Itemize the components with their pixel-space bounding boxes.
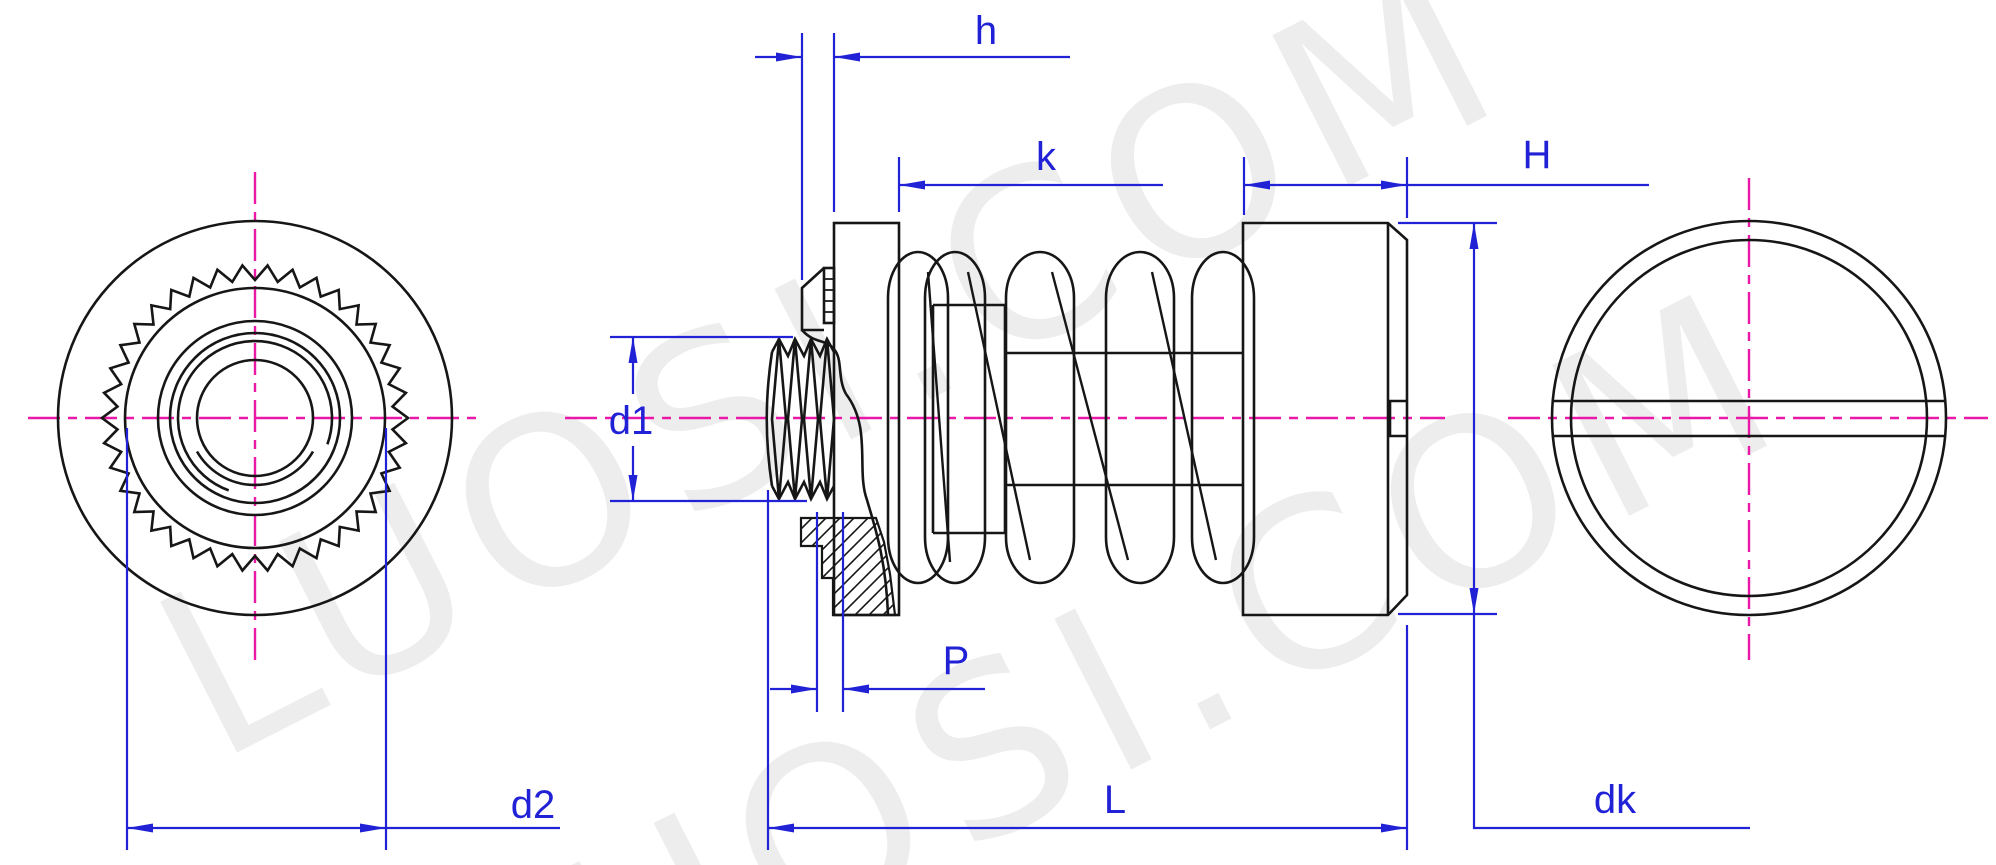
thread-tooth (786, 338, 804, 500)
thread-minor-circle (195, 358, 315, 478)
arrow-H-left (1244, 180, 1270, 190)
arrow-dk-bottom (1469, 588, 1479, 614)
clinch-collar-hatched-section (799, 516, 897, 617)
thread-tooth (818, 338, 836, 500)
dim-label-d2: d2 (511, 783, 556, 827)
front-view-screw-head (1550, 219, 1948, 617)
spring-coil (923, 250, 987, 585)
knurl-strip-grooves (824, 278, 834, 313)
arrow-h-left (776, 52, 802, 62)
dim-label-H: H (1523, 133, 1552, 177)
arrow-P-left (791, 684, 817, 694)
arrow-d2-left (127, 823, 153, 833)
spring-coil (1190, 250, 1256, 585)
arrow-h-right (834, 52, 860, 62)
dim-label-d1: d1 (609, 399, 654, 443)
spring-strand (926, 271, 952, 563)
arrow-P-right (843, 684, 869, 694)
dimensions: h k H d1 P L d2 dk (125, 9, 1750, 850)
thread-mid-circle (168, 331, 342, 505)
thread-tooth (770, 338, 788, 500)
dim-line-dk (1472, 223, 1750, 830)
arrow-d1-bottom (628, 475, 638, 501)
dimension-arrowheads (127, 52, 1479, 833)
arrow-L-left (768, 823, 794, 833)
dimension-lines (127, 55, 1750, 830)
dim-label-L: L (1104, 778, 1126, 822)
arrow-d2-right (360, 823, 386, 833)
stud-collar-wavy-edge (801, 329, 848, 395)
spring-strand (1150, 271, 1218, 561)
spring-back-strands (926, 271, 1218, 563)
head-slot-band (1552, 399, 1946, 438)
nut-body-break-line (844, 393, 890, 616)
nut-outer-rim-circle (56, 219, 454, 617)
spring-strand (1050, 271, 1130, 561)
head-outer-circle (1550, 219, 1948, 617)
nut-shank-circle (123, 286, 387, 550)
dim-label-k: k (1036, 135, 1057, 179)
spring-strand (966, 271, 1032, 561)
screw-shank-large-step (931, 303, 1007, 535)
extension-lines (125, 33, 1497, 850)
thread-runout-arc-small (195, 450, 315, 487)
arrow-k (899, 180, 925, 190)
arrow-dk-top (1469, 223, 1479, 249)
stud-collar-profile (800, 267, 825, 332)
front-view-clinch-nut (56, 219, 454, 617)
screw-shank-small-step (1005, 351, 1243, 487)
dim-label-dk: dk (1594, 778, 1637, 822)
arrow-L-right (1381, 823, 1407, 833)
arrow-H-right (1381, 180, 1407, 190)
thread-top-crest-zigzag (770, 335, 836, 360)
head-inner-circle (1569, 238, 1929, 598)
dim-label-h: h (975, 9, 997, 53)
screw-head-side (1241, 221, 1409, 617)
dim-label-P: P (943, 639, 970, 683)
serrated-knurl-ring (99, 263, 411, 573)
spring-coil (1104, 250, 1176, 585)
thread-major-circle (156, 319, 354, 517)
spring-coil (1004, 250, 1076, 585)
knurl-strip (822, 266, 836, 325)
stud-thread (765, 335, 836, 503)
side-view-assembly (765, 221, 1409, 617)
thread-left-crest-arc (765, 351, 774, 487)
arrow-d1-top (628, 337, 638, 363)
thread-runout-arc (176, 339, 334, 492)
thread-bottom-crest-zigzag (770, 478, 836, 503)
spring-coils (886, 250, 1256, 585)
dimension-labels: h k H d1 P L d2 dk (511, 9, 1637, 827)
spring-coil (886, 250, 950, 585)
screw-head-slot-side (1388, 399, 1407, 438)
thread-tooth (802, 338, 820, 500)
